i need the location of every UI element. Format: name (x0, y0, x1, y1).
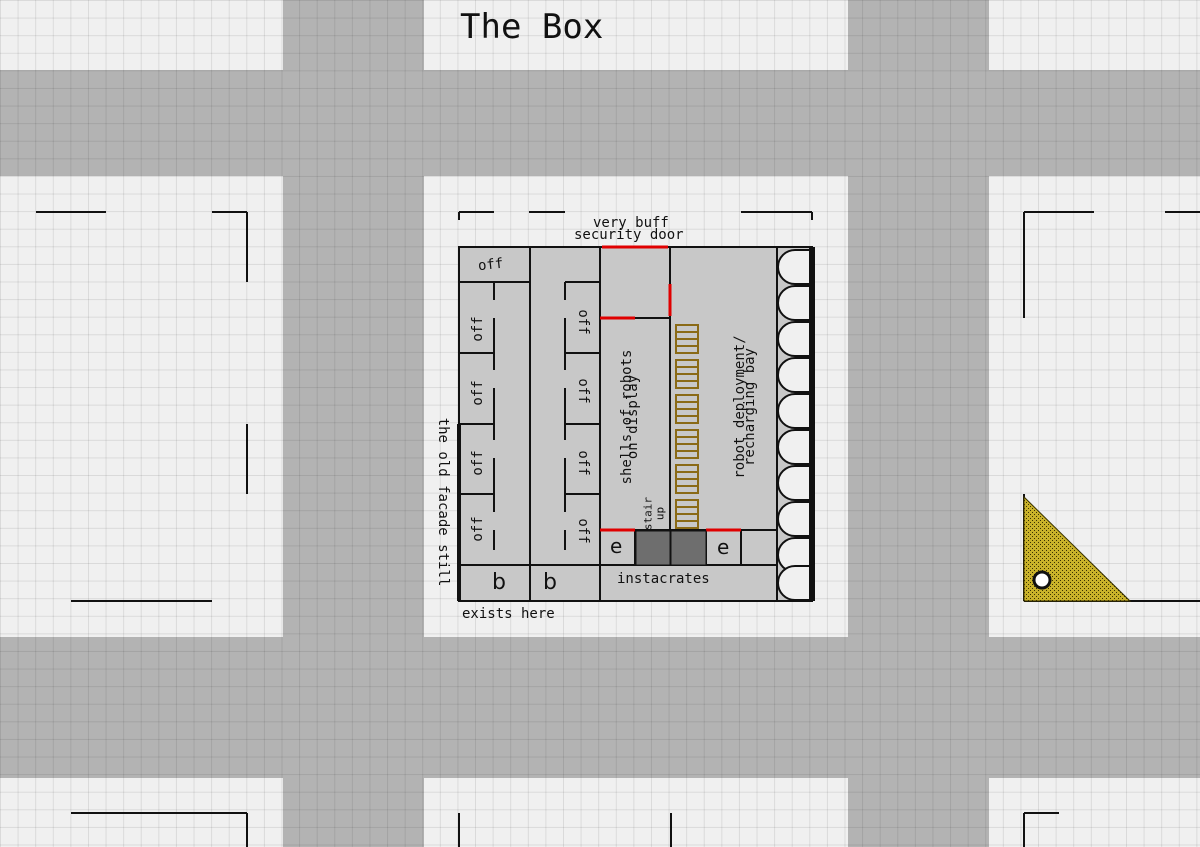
office-label: off (575, 518, 591, 544)
security-door-label-1: very buff (593, 215, 669, 231)
security-doors (600, 245, 741, 532)
office-label: off (575, 309, 591, 335)
street-west (283, 0, 424, 847)
robot-bay-label-2: recharging bay (742, 348, 758, 467)
bottom-block-outline (458, 813, 672, 847)
elevator-label: e (717, 535, 730, 559)
instacrates-label: instacrates (617, 571, 710, 587)
street-north (0, 70, 1200, 176)
bathroom-label: b (543, 570, 557, 595)
stair-block-left (635, 530, 671, 566)
elevator-label: e (610, 534, 623, 558)
map-title: The Box (460, 7, 604, 47)
shells-label-2: on display (625, 374, 641, 460)
location-marker-shape (1023, 495, 1132, 602)
recharging-bay-pods (777, 249, 812, 601)
office-label-top: off (477, 255, 505, 275)
left-block-outline (36, 211, 248, 847)
stair-block-right (670, 530, 707, 566)
facade-label: the old facade still (435, 417, 451, 587)
office-label: off (575, 378, 591, 404)
security-door-label-2: security door (574, 227, 684, 243)
facade-label-2: exists here (462, 606, 555, 622)
office-label: off (470, 380, 486, 406)
stair-label-2: up (653, 506, 667, 521)
office-label: off (470, 450, 486, 476)
street-east (848, 0, 989, 847)
location-marker-icon (1032, 570, 1052, 590)
street-south (0, 637, 1200, 778)
stair-label-1: stair (641, 496, 655, 531)
office-label: off (470, 516, 486, 542)
box-lot-outline (458, 211, 813, 220)
bathroom-label: b (492, 570, 506, 595)
office-label: off (575, 450, 591, 476)
office-label: off (470, 316, 486, 342)
